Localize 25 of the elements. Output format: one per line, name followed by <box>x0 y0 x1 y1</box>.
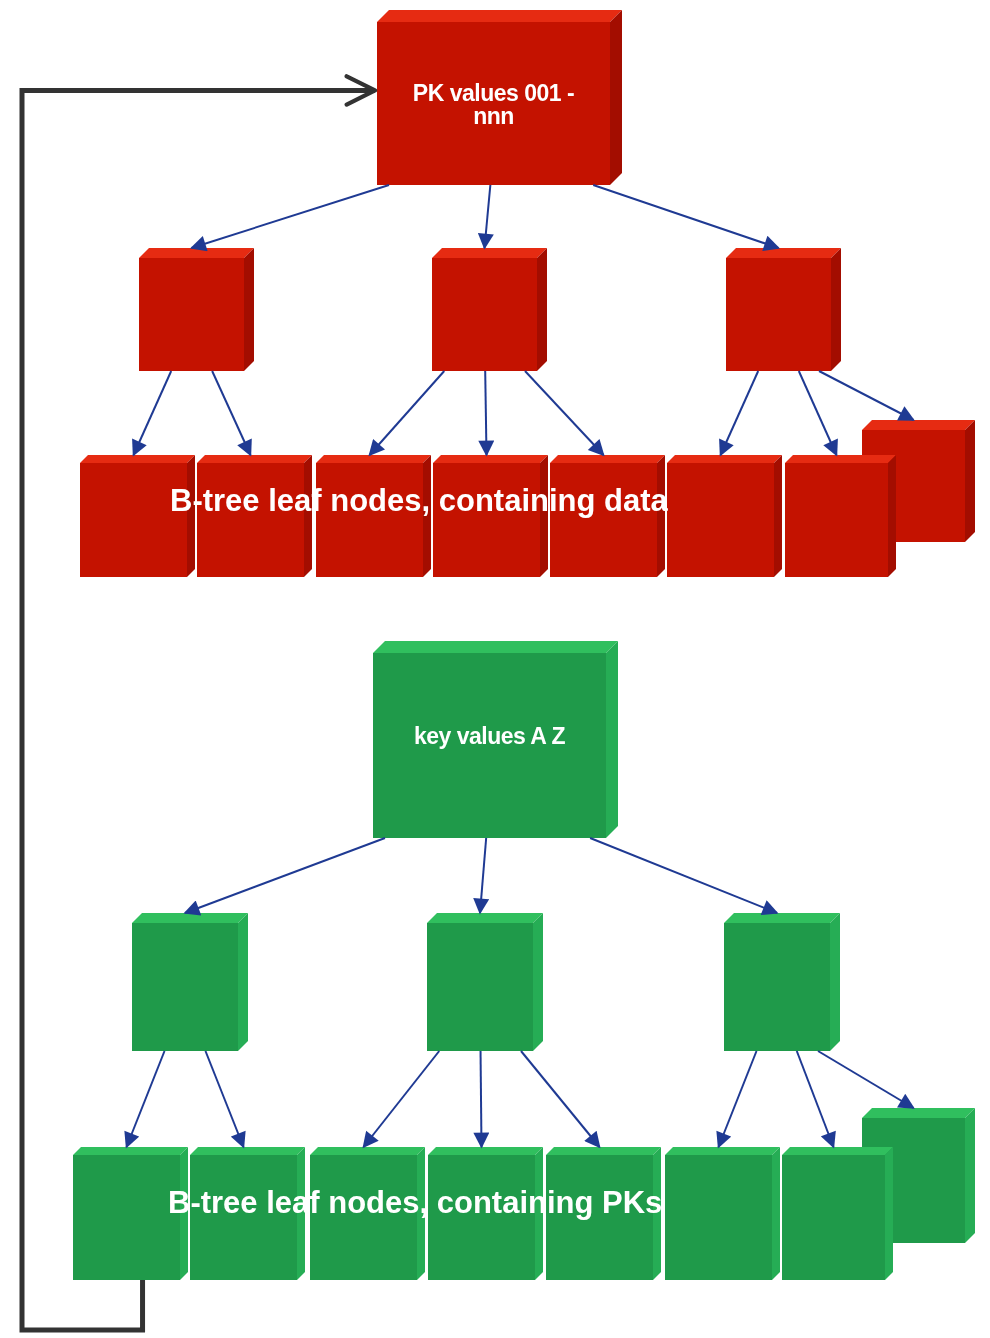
arrow <box>818 370 915 421</box>
arrow <box>592 184 780 251</box>
arrow <box>795 1050 836 1149</box>
arrow <box>520 1050 601 1149</box>
arrow <box>589 837 779 916</box>
arrow <box>477 184 494 250</box>
arrow <box>817 1050 915 1109</box>
arrow <box>797 370 838 457</box>
node-label: key values A Z <box>412 725 567 748</box>
arrow <box>132 370 173 457</box>
arrow <box>524 370 605 457</box>
arrow <box>211 370 252 457</box>
arrow <box>204 1050 246 1149</box>
arrow <box>190 184 390 252</box>
arrow <box>716 1050 758 1149</box>
arrow <box>124 1050 166 1149</box>
arrow <box>473 837 490 915</box>
loop-arrow <box>19 74 378 1333</box>
arrow <box>362 1050 441 1149</box>
arrow <box>473 1050 490 1149</box>
arrow <box>478 370 495 457</box>
arrow <box>719 370 760 457</box>
arrow <box>183 837 386 916</box>
node-label: PK values 001 - nnn <box>411 82 576 128</box>
arrow <box>368 370 446 457</box>
